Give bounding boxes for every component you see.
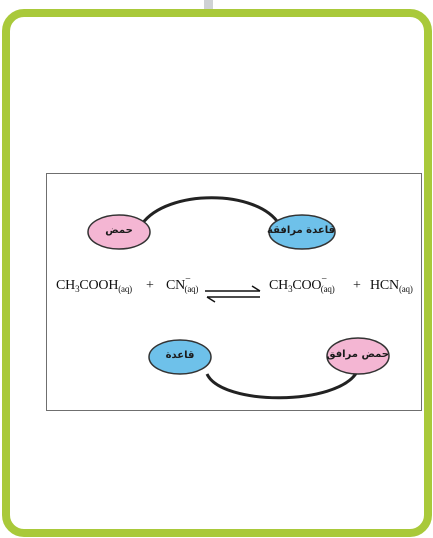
conjugate-acid-ellipse (326, 337, 390, 375)
conjugate-acid-label: حمض مرافق (326, 349, 389, 360)
top-connector-arc (140, 196, 281, 225)
content-card: حمض قاعدة مرافقة قاعدة حمض مرافق CH3COOH… (2, 9, 432, 537)
equilibrium-arrow (205, 285, 261, 303)
plus-sign-1: + (146, 278, 154, 293)
acid-ellipse (87, 214, 151, 250)
connector-stub (204, 0, 213, 16)
bottom-connector-arc (205, 371, 359, 400)
product-hcn: HCN(aq) (370, 278, 413, 294)
base-label: قاعدة (165, 350, 195, 361)
base-ellipse (148, 339, 212, 375)
plus-sign-2: + (353, 278, 361, 293)
reactant-acetic-acid: CH3COOH(aq) (56, 278, 132, 294)
reactant-cyanide: CN−(aq) (166, 274, 199, 294)
conjugate-base-ellipse (268, 214, 336, 250)
product-acetate: CH3COO−(aq) (269, 274, 335, 294)
conjugate-base-label: قاعدة مرافقة (267, 225, 335, 236)
diagram-shapes (87, 196, 390, 400)
acid-base-pair-diagram: حمض قاعدة مرافقة قاعدة حمض مرافق CH3COOH… (46, 173, 422, 411)
acid-label: حمض (105, 225, 133, 236)
